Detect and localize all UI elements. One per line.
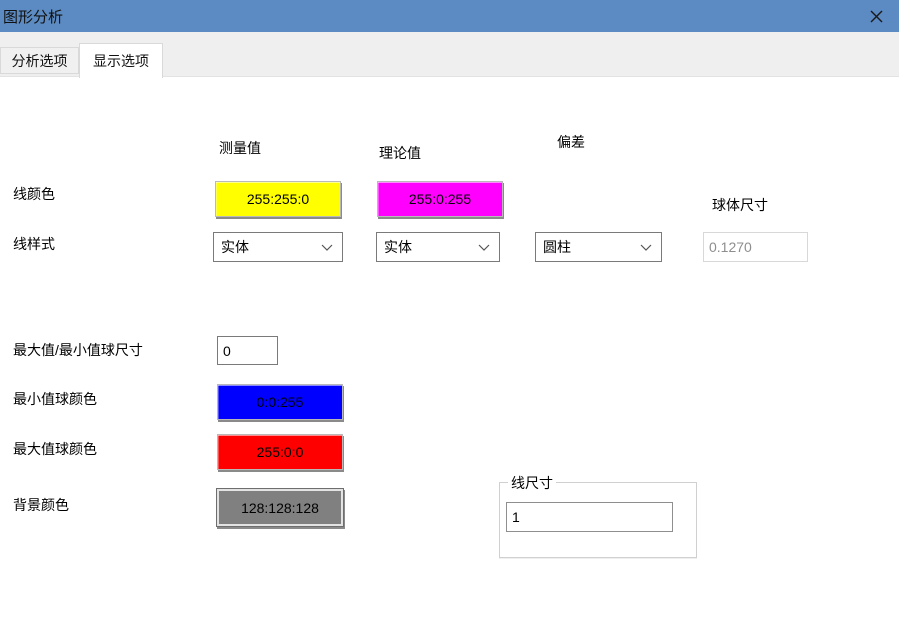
column-header-measured: 测量值: [219, 140, 261, 156]
minmax-sphere-size-label: 最大值/最小值球尺寸: [13, 342, 143, 358]
tab-label: 分析选项: [11, 52, 68, 69]
sphere-size-field: [703, 232, 808, 262]
background-color-label: 背景颜色: [13, 497, 69, 513]
sphere-size-label: 球体尺寸: [712, 197, 768, 213]
nominal-line-style-select[interactable]: 实体: [376, 232, 500, 262]
minmax-sphere-size-field[interactable]: [217, 336, 278, 365]
close-button[interactable]: [853, 0, 899, 32]
selected-value: 实体: [221, 239, 249, 255]
line-style-label: 线样式: [13, 236, 55, 252]
min-sphere-color-label: 最小值球颜色: [13, 391, 97, 407]
line-size-group-label: 线尺寸: [508, 473, 556, 493]
deviation-style-select[interactable]: 圆柱: [535, 232, 662, 262]
nominal-line-color-button[interactable]: 255:0:255: [377, 181, 503, 217]
measured-line-style-select[interactable]: 实体: [213, 232, 343, 262]
max-sphere-color-label: 最大值球颜色: [13, 441, 97, 457]
line-size-field[interactable]: [506, 502, 673, 532]
measured-line-color-button[interactable]: 255:255:0: [215, 181, 341, 217]
titlebar: 图形分析: [0, 0, 899, 32]
selected-value: 圆柱: [543, 239, 571, 255]
line-size-group: 线尺寸: [499, 473, 697, 558]
column-header-nominal: 理论值: [379, 145, 421, 161]
chevron-down-icon: [478, 244, 490, 251]
line-color-label: 线颜色: [13, 186, 55, 202]
tab-strip: 分析选项 显示选项: [0, 32, 899, 78]
column-header-deviation: 偏差: [557, 134, 585, 150]
chevron-down-icon: [321, 244, 333, 251]
tab-label: 显示选项: [93, 53, 149, 69]
background-color-button[interactable]: 128:128:128: [216, 488, 344, 527]
tab-analysis-options[interactable]: 分析选项: [0, 47, 79, 74]
chevron-down-icon: [640, 244, 652, 251]
max-sphere-color-button[interactable]: 255:0:0: [217, 434, 343, 470]
close-icon: [869, 9, 884, 24]
selected-value: 实体: [384, 239, 412, 255]
min-sphere-color-button[interactable]: 0:0:255: [217, 384, 343, 420]
window-title: 图形分析: [3, 8, 64, 26]
tab-display-options[interactable]: 显示选项: [79, 43, 163, 78]
